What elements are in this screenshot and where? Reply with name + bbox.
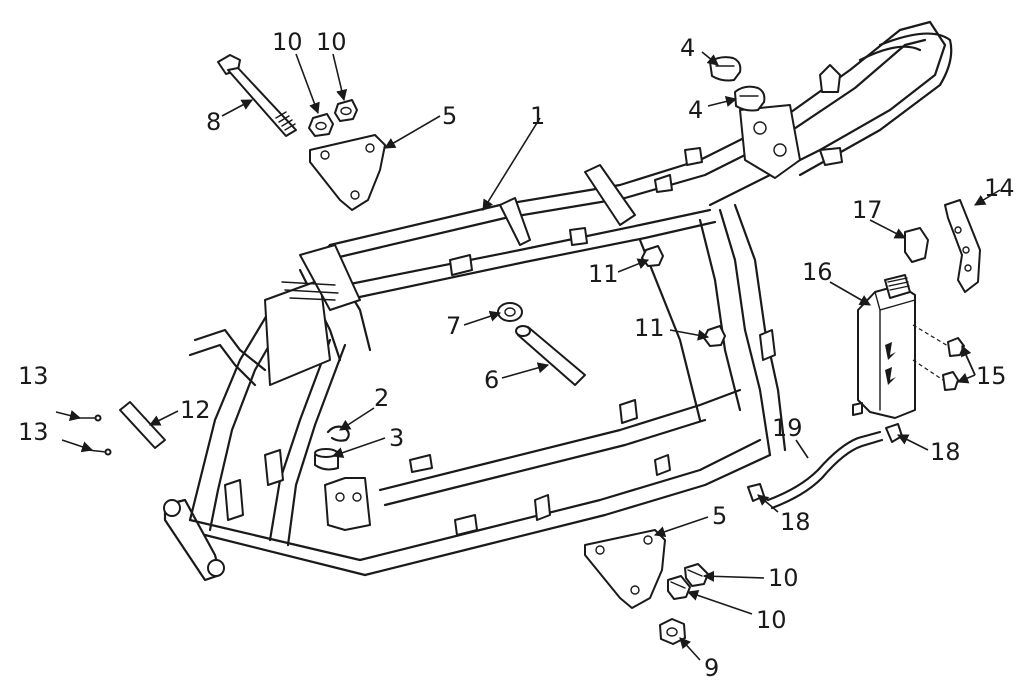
label-18-upper: 18 bbox=[930, 438, 961, 466]
circlip-part-2 bbox=[326, 425, 350, 442]
bracket-part-14 bbox=[944, 199, 981, 293]
nut-part-11-b bbox=[703, 325, 726, 347]
label-17: 17 bbox=[852, 196, 883, 224]
label-15: 15 bbox=[976, 362, 1007, 390]
label-5-top: 5 bbox=[442, 102, 457, 130]
label-11-a: 11 bbox=[588, 260, 619, 288]
leader-lines bbox=[55, 51, 1001, 661]
bolt-part-8 bbox=[217, 54, 297, 137]
tank-part-16 bbox=[852, 274, 916, 419]
nut-part-9 bbox=[659, 618, 686, 645]
screw-dashed-guide-upper bbox=[912, 324, 949, 347]
ring-part-3 bbox=[314, 448, 339, 471]
bushing-part-4-lower bbox=[734, 85, 766, 112]
screw-dashed-guide-lower bbox=[912, 359, 944, 381]
clip-part-17 bbox=[904, 227, 929, 263]
bolt-part-10-bottom-b bbox=[667, 575, 691, 600]
screw-part-15-lower bbox=[942, 371, 959, 391]
label-10-bottom-b: 10 bbox=[756, 606, 787, 634]
label-14: 14 bbox=[984, 174, 1015, 202]
label-19: 19 bbox=[772, 414, 803, 442]
label-11-b: 11 bbox=[634, 314, 665, 342]
label-10-bottom-a: 10 bbox=[768, 564, 799, 592]
label-8: 8 bbox=[206, 108, 221, 136]
label-4-upper: 4 bbox=[680, 34, 695, 62]
label-7: 7 bbox=[446, 312, 461, 340]
label-13-upper: 13 bbox=[18, 362, 49, 390]
label-1: 1 bbox=[530, 102, 545, 130]
spacer-part-7 bbox=[497, 302, 523, 322]
nut-part-10-top-b bbox=[334, 99, 358, 122]
label-10-top-a: 10 bbox=[272, 28, 303, 56]
main-frame bbox=[163, 20, 953, 582]
label-18-lower: 18 bbox=[780, 508, 811, 536]
label-10-top-b: 10 bbox=[316, 28, 347, 56]
nut-part-11-a bbox=[641, 245, 664, 267]
pin-part-13-lower bbox=[87, 448, 112, 456]
label-9: 9 bbox=[704, 654, 719, 682]
pin-part-13-upper bbox=[77, 414, 102, 422]
label-12: 12 bbox=[180, 396, 211, 424]
label-16: 16 bbox=[802, 258, 833, 286]
label-3: 3 bbox=[389, 424, 404, 452]
plate-part-12 bbox=[119, 401, 166, 449]
label-4-lower: 4 bbox=[688, 96, 703, 124]
bushing-part-4-upper bbox=[709, 56, 742, 82]
label-5-bottom: 5 bbox=[712, 502, 727, 530]
hose-part-19 bbox=[766, 430, 884, 510]
label-6: 6 bbox=[484, 366, 499, 394]
plate-part-5-top bbox=[309, 134, 386, 211]
clamp-part-18-upper bbox=[885, 423, 903, 443]
label-13-lower: 13 bbox=[18, 418, 49, 446]
nut-part-10-top-a bbox=[308, 113, 334, 137]
bolt-part-10-bottom-a bbox=[684, 563, 709, 587]
label-2: 2 bbox=[374, 384, 389, 412]
tube-part-6 bbox=[515, 325, 586, 386]
plate-part-5-bottom bbox=[584, 529, 666, 609]
